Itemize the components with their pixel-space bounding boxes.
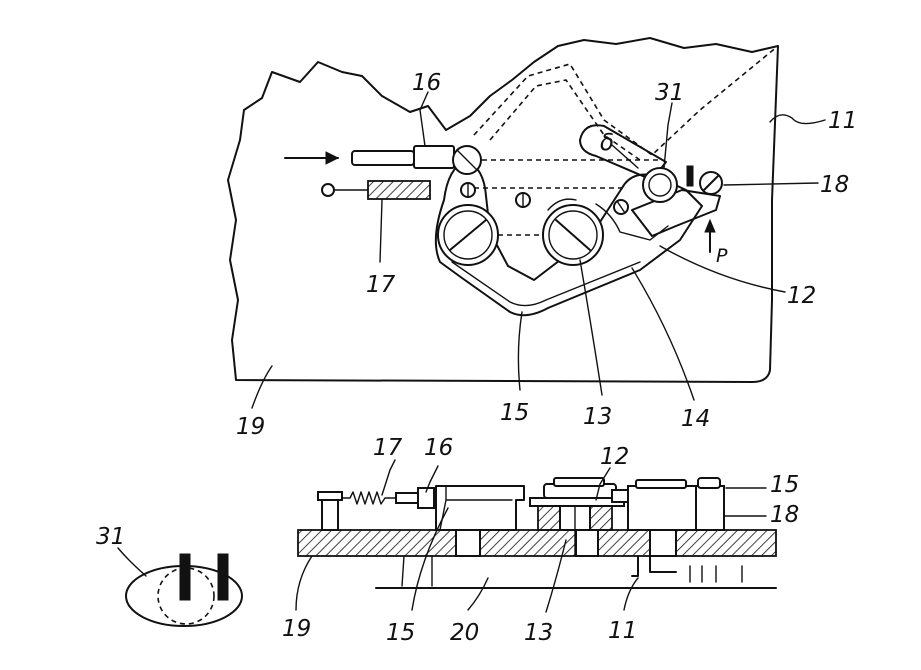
sec-label-11: 11 bbox=[608, 618, 637, 644]
detail-cam-circle bbox=[157, 567, 215, 625]
section-support bbox=[631, 555, 677, 577]
spring-arm bbox=[547, 198, 669, 241]
detail-leader-31 bbox=[117, 547, 147, 577]
top-view: 16 31 11 18 12 P δ 17 19 15 13 14 bbox=[227, 37, 857, 440]
section-left-post bbox=[321, 499, 339, 531]
section-lever-block bbox=[435, 485, 525, 531]
sec-leader-19 bbox=[295, 555, 313, 611]
sec-leader-13 bbox=[545, 539, 567, 613]
sec-label-20: 20 bbox=[450, 620, 479, 646]
leader-13 bbox=[579, 259, 603, 396]
leader-14 bbox=[631, 267, 695, 401]
leader-17 bbox=[379, 199, 383, 263]
label-17: 17 bbox=[366, 272, 396, 298]
leader-31 bbox=[663, 102, 673, 169]
label-15: 15 bbox=[500, 400, 529, 426]
label-18: 18 bbox=[820, 172, 849, 198]
leader-12 bbox=[659, 245, 786, 293]
hidden-edge-inner bbox=[489, 79, 641, 161]
hidden-edge-upper bbox=[473, 45, 779, 157]
leader-11 bbox=[769, 114, 826, 125]
sec-label-15: 15 bbox=[386, 620, 415, 646]
section-view: 17 16 12 15 18 19 15 20 13 11 bbox=[282, 435, 799, 646]
detail-view: 31 bbox=[96, 524, 243, 627]
spring-anchor-screw bbox=[321, 183, 335, 197]
section-base-plate bbox=[297, 529, 777, 557]
label-p: P bbox=[716, 245, 728, 267]
sec-label-19: 19 bbox=[282, 616, 311, 642]
lever-inner-edge bbox=[451, 261, 641, 307]
sec-label-16: 16 bbox=[424, 435, 453, 461]
sec-leader-11 bbox=[623, 577, 639, 611]
cam-marker bbox=[686, 165, 694, 187]
spring-coil bbox=[367, 180, 431, 200]
label-11: 11 bbox=[828, 108, 857, 134]
sec-leader-12 bbox=[595, 467, 611, 501]
section-stop-post bbox=[695, 485, 725, 531]
bracket bbox=[631, 189, 721, 237]
sec-label-17: 17 bbox=[373, 435, 403, 461]
section-spring bbox=[341, 491, 409, 505]
sec-leader-16 bbox=[425, 465, 439, 493]
sec-label-12: 12 bbox=[600, 444, 629, 470]
leader-16 bbox=[419, 91, 429, 147]
label-delta: δ bbox=[600, 130, 614, 156]
pin-rod bbox=[351, 150, 415, 166]
label-13: 13 bbox=[583, 404, 612, 430]
detail-fork-left bbox=[179, 553, 191, 601]
leader-18 bbox=[723, 182, 819, 186]
label-19: 19 bbox=[236, 414, 265, 440]
label-14: 14 bbox=[681, 406, 710, 432]
sec-leader-17 bbox=[381, 459, 396, 496]
leader-delta bbox=[611, 144, 639, 169]
cam bbox=[642, 167, 678, 203]
label-12: 12 bbox=[787, 283, 816, 309]
detail-fork-right bbox=[217, 553, 229, 601]
section-bracket-right bbox=[589, 505, 613, 531]
pin-collar bbox=[413, 145, 455, 169]
leader-19 bbox=[251, 365, 273, 409]
input-arrowhead bbox=[325, 151, 340, 165]
sec-leader-20 bbox=[467, 577, 489, 611]
label-16: 16 bbox=[412, 70, 441, 96]
sec-label-15r: 15 bbox=[770, 472, 799, 498]
section-bracket-left bbox=[537, 505, 561, 531]
detail-label-31: 31 bbox=[96, 524, 125, 550]
section-right-block bbox=[627, 485, 697, 531]
leader-15 bbox=[517, 311, 523, 391]
sec-leader-15 bbox=[411, 507, 449, 611]
sec-label-18: 18 bbox=[770, 502, 799, 528]
sec-label-13: 13 bbox=[524, 620, 553, 646]
label-31: 31 bbox=[655, 80, 684, 106]
base-plate-outline bbox=[227, 37, 779, 383]
